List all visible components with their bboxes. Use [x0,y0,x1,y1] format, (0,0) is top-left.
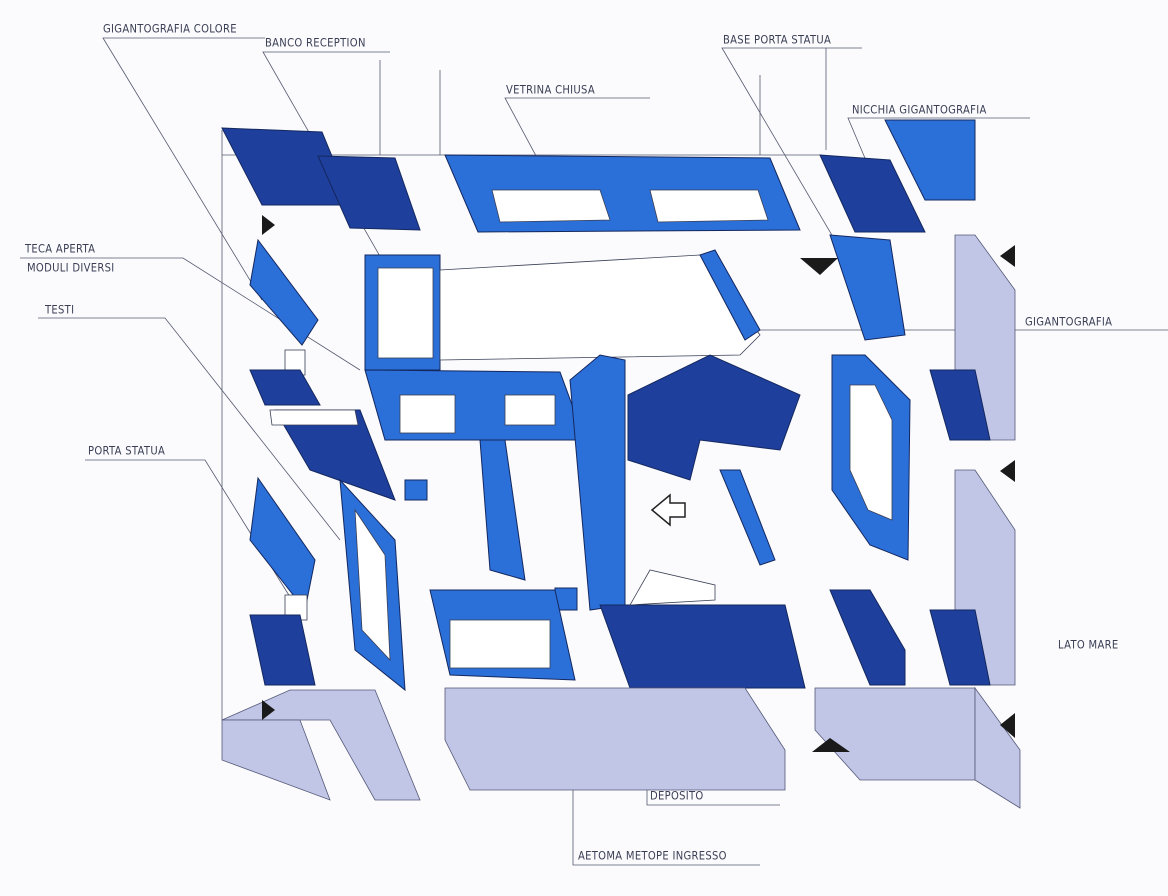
nicchia-gigantografia [819,154,926,233]
entrance-arrow-icon [650,493,686,527]
deposito-floor [599,604,806,689]
label-teca-aperta: TECA APERTA [25,243,96,256]
label-testi: TESTI [45,304,75,317]
arrows [262,215,1015,752]
label-porta-statua: PORTA STATUA [88,445,166,458]
arrow-down-icon [800,258,838,275]
label-base-porta-statua: BASE PORTA STATUA [723,34,832,47]
label-vetrina-chiusa: VETRINA CHIUSA [506,84,596,97]
arrow-left-icon [1000,713,1015,738]
bottom-wall-right [814,687,976,781]
label-moduli-diversi: MODULI DIVERSI [27,262,115,275]
arrow-left-icon [1000,460,1015,482]
label-lato-mare: LATO MARE [1058,639,1119,652]
banco-reception [317,155,421,231]
escalator [439,254,761,361]
central-wall [569,354,626,611]
arrow-right-icon [262,215,275,235]
arrow-right-icon [262,700,275,720]
label-gigantografia-colore: GIGANTOGRAFIA COLORE [103,23,237,36]
label-deposito: DEPOSITO [650,790,704,803]
porta-statua [249,476,316,612]
bottom-wall-left [221,689,421,801]
label-banco-reception: BANCO RECEPTION [265,37,366,50]
arrow-left-icon [1000,245,1015,267]
teca-aperta [249,238,319,346]
arrow-up-icon [812,738,850,752]
bottom-wall-center [444,687,786,791]
label-gigantografia: GIGANTOGRAFIA [1025,316,1113,329]
label-nicchia-gigantografia: NICCHIA GIGANTOGRAFIA [852,104,987,117]
label-aetoma-metope-ingresso: AETOMA METOPE INGRESSO [578,850,727,863]
